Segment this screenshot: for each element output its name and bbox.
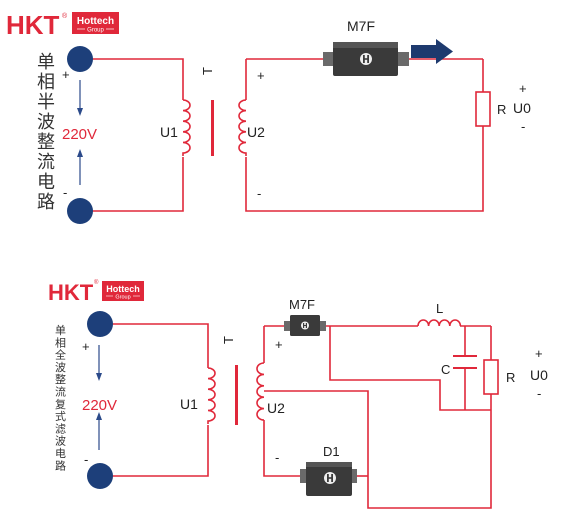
logo-badge-sub: Group	[87, 28, 104, 34]
circuit2-secondary-minus: -	[275, 450, 279, 465]
circuit1-secondary-plus: +	[257, 68, 265, 83]
logo-badge	[72, 12, 119, 34]
circuit1-terminal-top	[67, 46, 93, 72]
brand-logo: HKT ® Hottech Group	[6, 10, 119, 40]
registered-mark: ®	[62, 12, 68, 20]
circuit2-inductor	[417, 319, 462, 327]
circuit1-diode	[323, 42, 409, 76]
circuit1-plus: +	[62, 67, 70, 82]
circuit1-current-arrow	[411, 39, 453, 64]
logo-text-2: HKT	[48, 280, 94, 305]
logo-badge-name-2: Hottech	[106, 284, 140, 294]
circuit1-output-plus: +	[519, 81, 527, 96]
circuit2-diode-bottom-label: D1	[323, 444, 340, 459]
circuit1-resistor	[475, 91, 491, 127]
circuit1-resistor-label: R	[497, 102, 506, 117]
circuit2-capacitor-label: C	[441, 362, 450, 377]
circuit1-terminal-bottom	[67, 198, 93, 224]
circuit1-output-minus: -	[521, 119, 525, 134]
circuit1-secondary-coil	[238, 99, 247, 156]
circuit1-output-label: U0	[513, 100, 531, 116]
circuit1-transformer-label: T	[200, 67, 215, 75]
circuit2-terminal-bottom	[87, 463, 113, 489]
logo-badge-sub-2: Group	[115, 295, 130, 301]
brand-logo-2: HKT ® Hottech Group	[48, 279, 144, 305]
circuit2-terminal-top	[87, 311, 113, 337]
circuit2-diode-top-label: M7F	[289, 297, 315, 312]
logo-text: HKT	[6, 10, 60, 40]
circuit2-core	[235, 365, 238, 425]
circuit2-capacitor	[453, 355, 477, 369]
circuit1-minus: -	[63, 185, 67, 200]
circuit1-diode-label: M7F	[347, 18, 375, 34]
circuit1-voltage-arrows	[77, 80, 83, 185]
circuit2-primary-coil	[207, 367, 216, 424]
circuit2-diode-bottom	[300, 462, 357, 496]
circuit2-wires	[100, 323, 492, 509]
circuit1-secondary-minus: -	[257, 186, 261, 201]
circuit2-diode-top	[284, 315, 326, 336]
circuit2-resistor-label: R	[506, 370, 515, 385]
circuit2-transformer-label: T	[221, 336, 236, 344]
circuit1-primary-coil	[182, 99, 191, 156]
circuit1-primary-label: U1	[160, 124, 178, 140]
circuit2-resistor	[483, 359, 499, 395]
circuit1-secondary-label: U2	[247, 124, 265, 140]
circuit2-voltage-arrows	[96, 345, 102, 450]
circuit1-voltage: 220V	[62, 126, 97, 143]
circuit2-inductor-label: L	[436, 301, 443, 316]
registered-mark-2: ®	[94, 279, 99, 286]
circuit2-output-minus: -	[537, 386, 541, 401]
logo-badge-name: Hottech	[77, 16, 114, 27]
circuit2-plus: +	[82, 339, 90, 354]
circuit2-secondary-plus: +	[275, 337, 283, 352]
circuit1-wires	[80, 58, 484, 212]
circuit2-minus: -	[84, 452, 88, 467]
circuit2-output-label: U0	[530, 367, 548, 383]
circuit2-voltage: 220V	[82, 397, 117, 414]
circuit1-title: 单相半波整流电路	[37, 52, 55, 213]
circuit2-output-plus: +	[535, 346, 543, 361]
circuit2-title: 单相全波整流复式滤波电路	[55, 324, 66, 472]
circuit2-secondary-coil	[256, 362, 265, 421]
circuit2-secondary-label: U2	[267, 400, 285, 416]
circuit2-primary-label: U1	[180, 396, 198, 412]
circuit1-core	[211, 100, 214, 156]
